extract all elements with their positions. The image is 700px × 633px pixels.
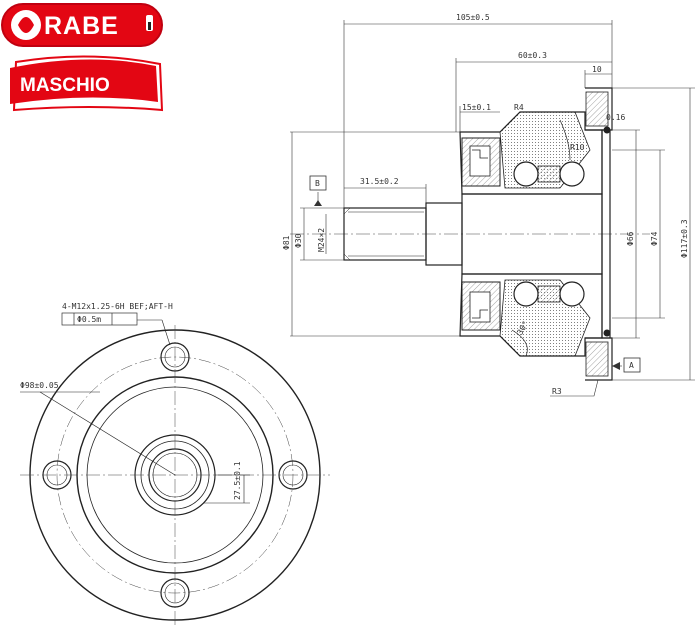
dim-chamfer: 0.16 bbox=[606, 113, 625, 122]
dim-flange-to-bearing: 60±0.3 bbox=[518, 51, 547, 60]
position-tolerance-value: Φ0.5m bbox=[77, 315, 101, 324]
rabe-logo-text: RABE bbox=[44, 12, 119, 40]
maschio-logo: MASCHIO bbox=[10, 55, 164, 112]
rabe-logo: RABE bbox=[1, 3, 163, 47]
dim-seal-offset: 15±0.1 bbox=[462, 103, 491, 112]
dim-dia-81: Φ81 bbox=[282, 235, 291, 250]
dim-thread: M24×2 bbox=[317, 228, 326, 252]
dim-dia-117: Φ117±0.3 bbox=[680, 219, 689, 258]
dim-radius-r10: R10 bbox=[570, 143, 585, 152]
dim-dia-66: Φ66 bbox=[626, 231, 635, 246]
dim-stub-length: 31.5±0.2 bbox=[360, 177, 399, 186]
dim-hole-spec: 4-M12x1.25-6H BEF;AFT-H bbox=[62, 302, 173, 311]
dim-bolt-circle: Φ98±0.05 bbox=[20, 381, 59, 390]
dim-hub-offset: 27.5±0.1 bbox=[233, 461, 242, 500]
datum-b: B bbox=[309, 175, 327, 206]
dim-overall-length: 105±0.5 bbox=[456, 13, 490, 22]
dim-radius-r3: R3 bbox=[552, 387, 562, 396]
dim-radius-r4: R4 bbox=[514, 103, 524, 112]
side-view-dimension-text: 105±0.5 60±0.3 10 15±0.1 R4 0.16 R10 31.… bbox=[282, 13, 689, 396]
dim-flange-thickness: 10 bbox=[592, 65, 602, 74]
dim-dia-74: Φ74 bbox=[650, 231, 659, 246]
maschio-logo-text: MASCHIO bbox=[20, 75, 110, 96]
position-tolerance-frame: Φ0.5m bbox=[61, 312, 138, 326]
side-section-view bbox=[290, 87, 650, 381]
front-view-dimension-text: 4-M12x1.25-6H BEF;AFT-H Φ98±0.05 27.5±0.… bbox=[20, 302, 242, 500]
datum-b-label: B bbox=[315, 179, 320, 188]
datum-a-label: A bbox=[629, 361, 634, 370]
front-view bbox=[20, 319, 330, 628]
side-view-dimensions bbox=[290, 20, 695, 397]
datum-a: A bbox=[612, 357, 641, 373]
dim-dia-30: Φ30 bbox=[294, 233, 303, 248]
